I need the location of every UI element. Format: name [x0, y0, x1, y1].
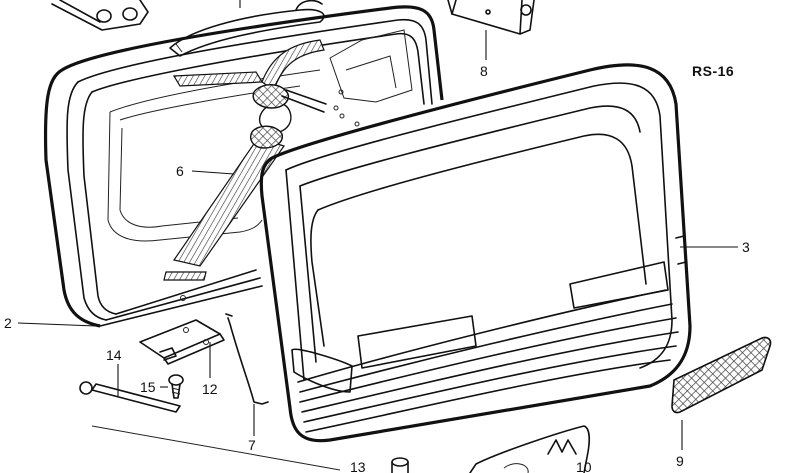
emblem-part-10: [469, 425, 590, 473]
callout-10: 10: [576, 459, 592, 473]
screw-part-15: [160, 374, 184, 399]
case-body-part-2: [43, 5, 444, 328]
callout-6: 6: [176, 163, 184, 179]
callout-9: 9: [676, 453, 684, 469]
top-left-bracket-part: [51, 0, 149, 31]
hinge-part-12: [139, 319, 225, 365]
callout-7: 7: [248, 437, 256, 453]
diagram-code: RS-16: [692, 63, 734, 79]
base-line: [91, 425, 341, 471]
carry-handle: [169, 0, 325, 57]
reflector-part-9: [671, 336, 772, 414]
callout-15: 15: [140, 379, 156, 395]
callout-12: 12: [202, 381, 218, 397]
callout-8: 8: [480, 63, 488, 79]
case-lid-part-3: [259, 63, 692, 443]
leader-lines: [17, 0, 738, 450]
strap-part-6: [163, 39, 327, 301]
rod-part-7: [225, 313, 269, 405]
callout-14: 14: [106, 347, 122, 363]
callout-2: 2: [4, 315, 12, 331]
callout-3: 3: [742, 239, 750, 255]
callout-13: 13: [350, 459, 366, 473]
plug-part-13: [391, 457, 409, 473]
lock-bracket-part-8: [447, 0, 535, 35]
key-part-14: [79, 364, 181, 413]
